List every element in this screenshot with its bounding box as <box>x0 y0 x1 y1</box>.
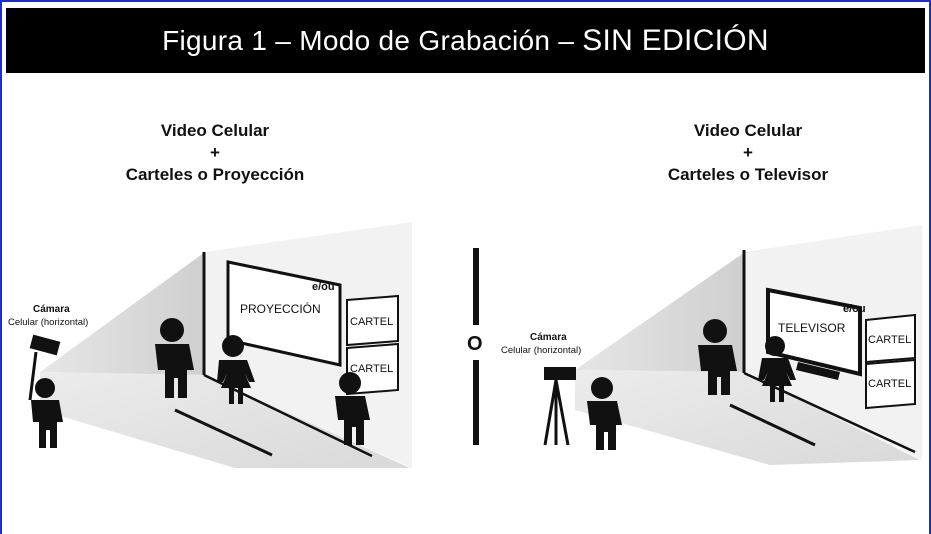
left-heading-line1: Video Celular <box>160 121 270 140</box>
left-sign-1 <box>346 294 399 347</box>
right-scene: TELEVISOR e/ou CARTEL CARTEL Cámara Celu… <box>501 225 922 465</box>
right-view-cone <box>575 252 745 372</box>
person-1-icon <box>155 318 194 398</box>
right-camera-sub: Celular (horizontal) <box>501 345 581 356</box>
left-sign-1-label: CARTEL <box>350 316 393 328</box>
right-floor-stripe <box>729 403 816 447</box>
figure-title: Figura 1 – Modo de Grabación – SIN EDICI… <box>6 8 925 73</box>
title-highlight: SIN EDICIÓN <box>582 23 769 57</box>
left-heading-plus: + <box>210 143 220 162</box>
right-sign-2 <box>865 358 916 410</box>
tv-label: TELEVISOR <box>778 321 846 335</box>
projection-label: PROYECCIÓN <box>240 301 321 316</box>
right-sign-1-label: CARTEL <box>868 334 911 346</box>
left-heading: Video Celular + Carteles o Proyección <box>95 120 335 186</box>
person-child-icon <box>758 336 796 402</box>
person-camera-operator-right-icon <box>587 377 622 450</box>
person-presenter-icon <box>698 319 737 395</box>
right-floor <box>575 370 920 465</box>
person-3-icon <box>335 372 370 445</box>
left-floor-stripe <box>174 408 273 457</box>
projection-screen <box>226 260 342 367</box>
right-heading-plus: + <box>743 143 753 162</box>
right-heading: Video Celular + Carteles o Televisor <box>628 120 868 186</box>
right-or-label: e/ou <box>843 303 866 315</box>
person-2-icon <box>217 335 255 404</box>
left-floor <box>40 372 410 468</box>
right-sign-2-label: CARTEL <box>868 378 911 390</box>
left-camera-label: Cámara <box>33 304 70 315</box>
right-heading-line1: Video Celular <box>693 121 803 140</box>
left-or-label: e/ou <box>312 281 335 293</box>
left-scene: PROYECCIÓN e/ou CARTEL CARTEL Cámara Cel… <box>8 222 412 468</box>
right-sign-1 <box>865 313 916 364</box>
left-camera-icon <box>28 334 61 401</box>
left-heading-line2: Carteles o Proyección <box>125 165 305 184</box>
right-heading-line2: Carteles o Televisor <box>667 165 829 184</box>
person-camera-operator-icon <box>31 378 63 448</box>
left-camera-sub: Celular (horizontal) <box>8 317 88 328</box>
left-sign-2-label: CARTEL <box>350 363 393 375</box>
right-camera-label: Cámara <box>530 332 567 343</box>
title-prefix: Figura 1 – Modo de Grabación – <box>162 24 575 56</box>
divider: O <box>467 248 483 445</box>
right-camera-tripod-icon <box>543 367 576 446</box>
divider-or-label: O <box>467 333 483 355</box>
television-icon <box>766 287 862 380</box>
